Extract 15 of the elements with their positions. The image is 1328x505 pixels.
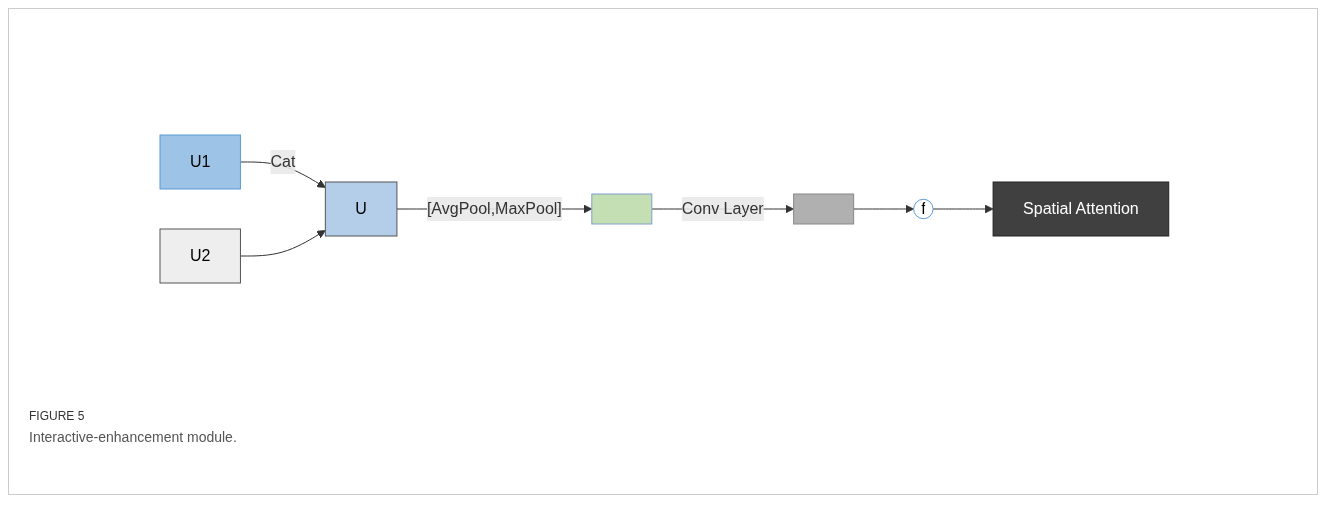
node-box: U1 (159, 134, 241, 190)
node-box: U (324, 181, 398, 237)
caption: Interactive-enhancement module. (29, 429, 237, 445)
node-box: U2 (159, 228, 241, 284)
edge-label: Conv Layer (681, 200, 764, 217)
arrow (932, 204, 994, 214)
node-circle: f (912, 198, 934, 220)
edge-label: Cat (270, 153, 295, 170)
node-box (792, 193, 854, 225)
node-box: Spatial Attention (992, 181, 1169, 237)
arrow (239, 230, 326, 257)
node-box (590, 193, 652, 225)
figure-number: FIGURE 5 (29, 409, 85, 423)
edge-label: [AvgPool,MaxPool] (426, 200, 562, 217)
arrow (852, 204, 914, 214)
